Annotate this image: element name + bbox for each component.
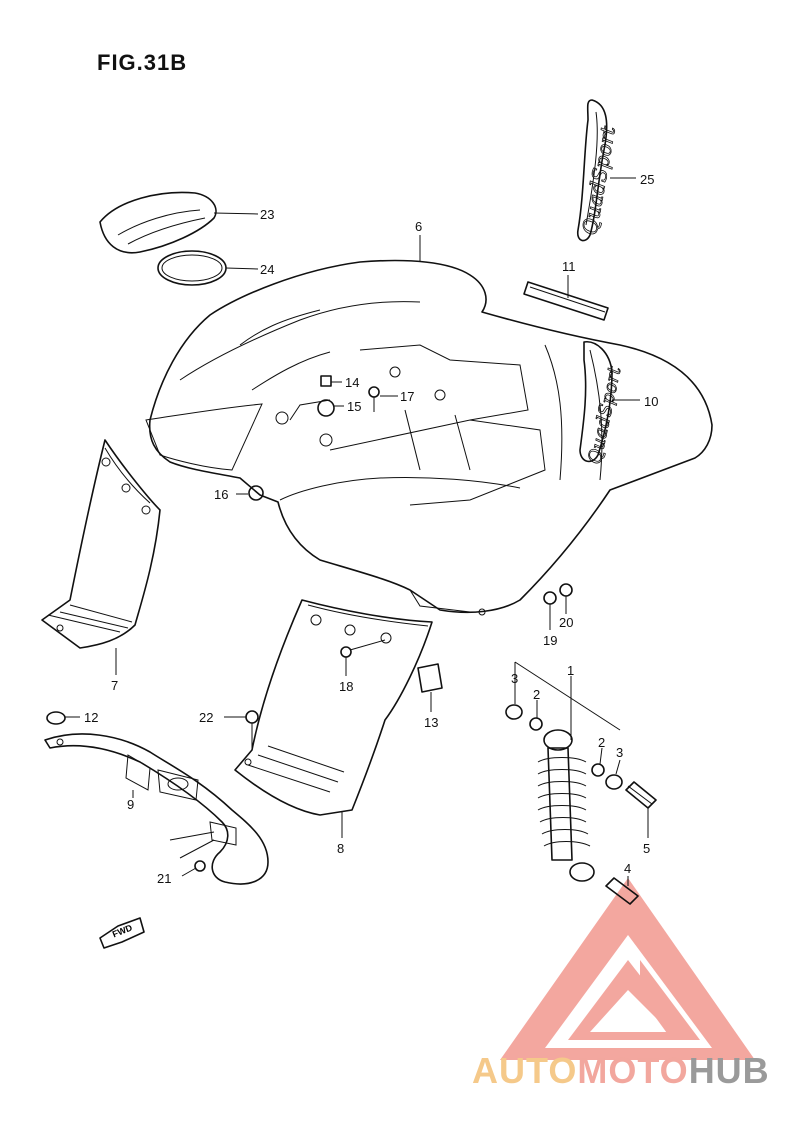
part-10-logo-badge: QuadSport [579,341,626,466]
part-5-bolt [625,781,657,809]
part-8-right-mudflap [234,599,433,816]
callout-6: 6 [415,219,423,234]
part-16-nut [248,485,264,501]
callout-19: 19 [543,633,558,648]
callout-15: 15 [347,399,362,414]
callout-23: 23 [260,207,275,222]
part-13-pad [417,663,443,693]
callout-5: 5 [643,841,651,856]
callout-14: 14 [345,375,360,390]
badge-10-lettering: QuadSport [584,364,625,466]
part-19-grommet [543,583,573,605]
callout-3-right: 3 [616,745,624,760]
callout-10: 10 [644,394,659,409]
watermark-hub: HUB [688,1050,770,1091]
watermark-text: AUTOMOTOHUB [472,1050,770,1092]
callout-18: 18 [339,679,354,694]
part-14-screw [317,375,335,417]
callout-9: 9 [127,797,135,812]
callout-11: 11 [562,259,576,274]
callout-25: 25 [640,172,655,187]
callout-20: 20 [559,615,574,630]
part-21-bolt [169,831,215,872]
callout-7: 7 [111,678,119,693]
callout-13: 13 [424,715,439,730]
callout-12: 12 [84,710,99,725]
part-18-bolt [340,639,386,658]
part-25-logo-badge: QuadSport [577,99,621,242]
part-12-cap [46,711,66,725]
forward-arrow-icon [99,917,145,949]
callout-22: 22 [199,710,214,725]
callout-2-right: 2 [598,735,606,750]
callout-8: 8 [337,841,345,856]
callout-16: 16 [214,487,229,502]
part-9-bracket [44,733,269,885]
callout-4: 4 [624,861,632,876]
part-6-rear-fender [145,259,713,616]
callout-2-left: 2 [533,687,541,702]
part-24-ring [157,250,227,286]
part-7-left-mudflap [41,439,161,649]
callout-1: 1 [567,663,575,678]
callout-24: 24 [260,262,275,277]
part-11-strip [523,281,609,321]
figure-title: FIG.31B [97,50,188,75]
callout-17: 17 [400,389,415,404]
part-17-bolt [368,386,380,412]
watermark-triangle-icon [500,878,755,1060]
callout-21: 21 [157,871,172,886]
part-2-spacer [505,704,623,790]
callout-3-left: 3 [511,671,519,686]
part-23-cover [99,191,217,254]
part-1-shock-absorber [537,729,595,882]
part-4-bolt [605,877,639,905]
watermark-moto: MOTO [577,1050,689,1091]
watermark-auto: AUTO [472,1050,578,1091]
